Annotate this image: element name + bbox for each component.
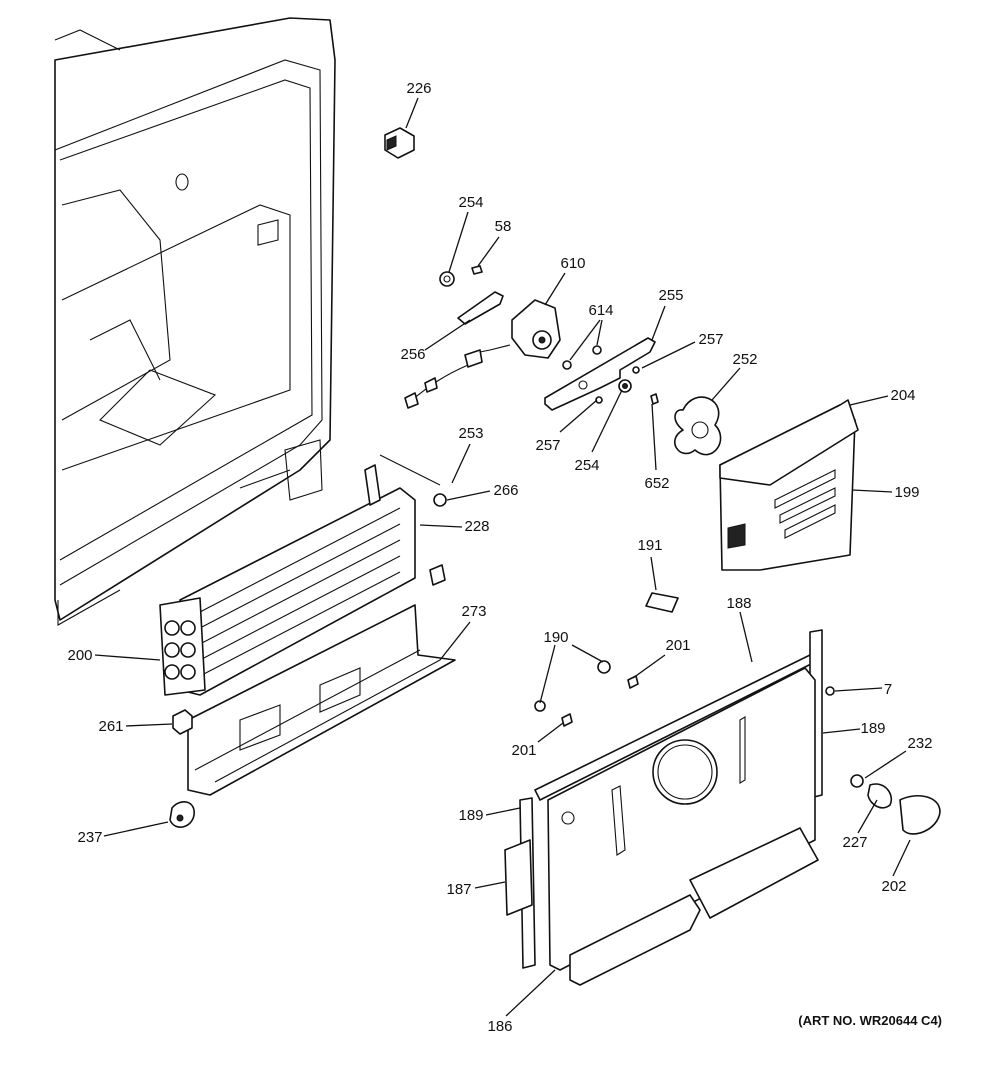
callout-256: 256 — [400, 346, 425, 363]
callout-253: 253 — [458, 425, 483, 442]
art-number-label: (ART NO. WR20644 C4) — [798, 1013, 942, 1028]
evaporator-cover — [719, 399, 859, 571]
part-261-heater-plug — [172, 709, 193, 735]
callout-228: 228 — [464, 518, 489, 535]
part-191-clip — [645, 592, 679, 613]
callout-257b: 257 — [535, 437, 560, 454]
callout-187: 187 — [446, 881, 471, 898]
callout-200: 200 — [67, 647, 92, 664]
callout-201b: 201 — [511, 742, 536, 759]
callout-199: 199 — [894, 484, 919, 501]
part-237-cap — [169, 801, 195, 828]
callout-58: 58 — [495, 218, 512, 235]
callout-237: 237 — [77, 829, 102, 846]
callout-189a: 189 — [860, 720, 885, 737]
callout-204: 204 — [890, 387, 915, 404]
callout-254b: 254 — [574, 457, 599, 474]
callout-652: 652 — [644, 475, 669, 492]
part-226-relay — [384, 127, 415, 159]
callout-191: 191 — [637, 537, 662, 554]
callout-188: 188 — [726, 595, 751, 612]
callout-252: 252 — [732, 351, 757, 368]
callout-257a: 257 — [698, 331, 723, 348]
callout-614: 614 — [588, 302, 613, 319]
drain-pan — [187, 604, 456, 796]
callout-189b: 189 — [458, 807, 483, 824]
callout-273: 273 — [461, 603, 486, 620]
callout-202: 202 — [881, 878, 906, 895]
callout-186: 186 — [487, 1018, 512, 1035]
callout-227: 227 — [842, 834, 867, 851]
callout-201a: 201 — [665, 637, 690, 654]
callout-7: 7 — [884, 681, 892, 698]
callout-261: 261 — [98, 718, 123, 735]
callout-labels: 226 254 58 610 614 255 257 252 256 204 2… — [67, 80, 942, 1035]
freezer-liner — [54, 17, 336, 626]
callout-266: 266 — [493, 482, 518, 499]
callout-226: 226 — [406, 80, 431, 97]
callout-232: 232 — [907, 735, 932, 752]
callout-255: 255 — [658, 287, 683, 304]
callout-190: 190 — [543, 629, 568, 646]
leader-lines — [94, 97, 911, 1017]
callout-610: 610 — [560, 255, 585, 272]
evaporator-coil — [159, 454, 447, 696]
fan-motor-assembly — [404, 265, 722, 456]
rear-panel-assembly — [504, 629, 941, 986]
callout-254a: 254 — [458, 194, 483, 211]
